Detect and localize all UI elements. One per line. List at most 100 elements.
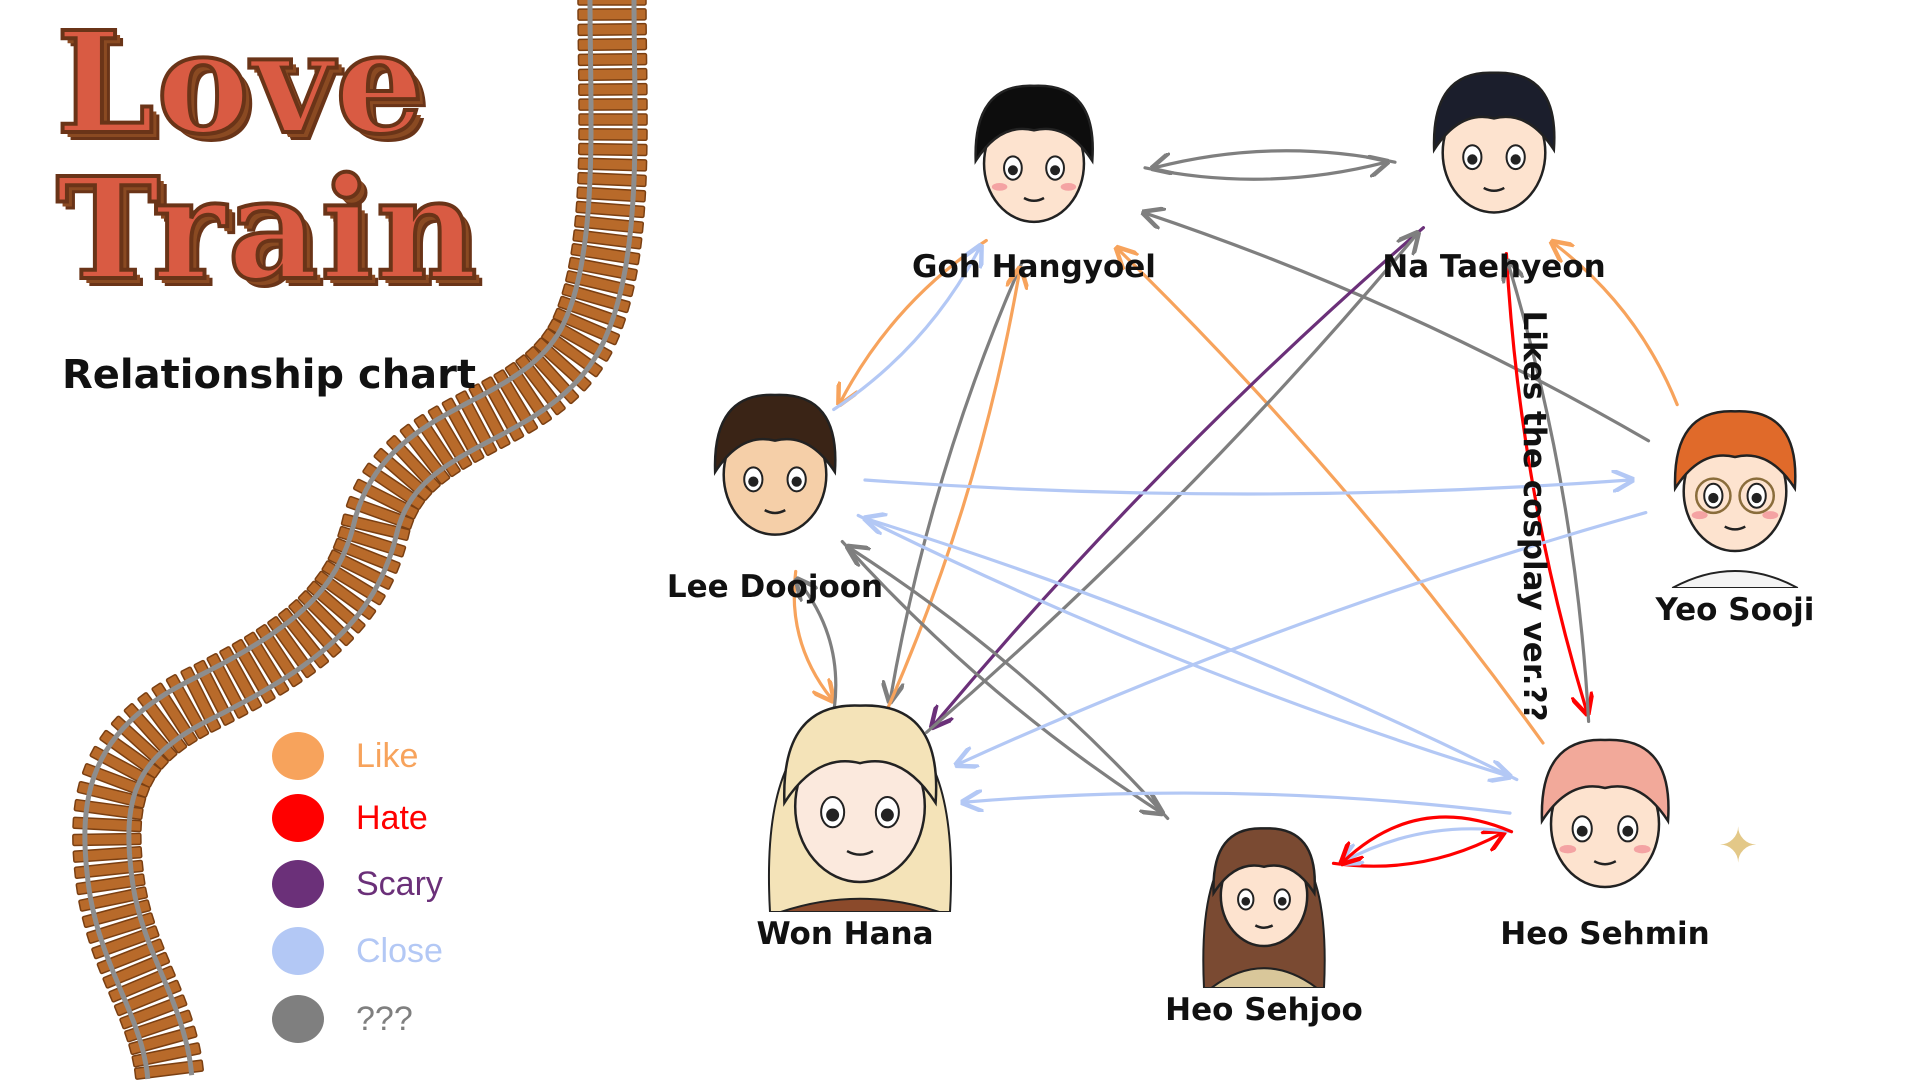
track-sleeper bbox=[578, 142, 648, 157]
name-lee-doojoon: Lee Doojoon bbox=[666, 569, 884, 605]
pupil bbox=[1510, 154, 1521, 165]
blush bbox=[1691, 511, 1708, 520]
legend-item-unknown: ??? bbox=[272, 993, 413, 1045]
legend-item-scary: Scary bbox=[272, 858, 443, 910]
pupil bbox=[1241, 897, 1251, 906]
character-na-taehyeon: Na Taehyeon bbox=[1382, 35, 1606, 285]
legend-dot-unknown bbox=[272, 995, 324, 1043]
track-sleeper bbox=[75, 873, 146, 896]
mouth bbox=[846, 849, 874, 856]
track-sleeper bbox=[481, 376, 525, 442]
track-sleeper bbox=[151, 682, 198, 747]
legend-item-like: Like bbox=[272, 730, 418, 782]
relationship-arrow-won-to-goh bbox=[885, 271, 1019, 711]
pupil bbox=[748, 476, 759, 487]
track-sleeper bbox=[137, 692, 188, 754]
relationship-arrow-won-to-lee bbox=[798, 581, 838, 711]
mouth bbox=[1593, 860, 1617, 866]
shoulders bbox=[780, 897, 940, 912]
character-heo-sehjoo: Heo Sehjoo bbox=[1159, 778, 1369, 1028]
name-heo-sehjoo: Heo Sehjoo bbox=[1165, 992, 1363, 1028]
track-sleeper bbox=[297, 590, 355, 647]
relationship-arrow-na-to-won bbox=[934, 226, 1425, 726]
relationship-arrow-yeo-to-na bbox=[1554, 243, 1679, 407]
track-sleeper bbox=[206, 653, 249, 719]
track-sleeper bbox=[399, 423, 451, 485]
cosplay-annotation-text: Likes the cosplay ver.?? bbox=[1516, 310, 1552, 722]
title-train: Train bbox=[54, 148, 480, 312]
character-won-hana: Won Hana bbox=[740, 672, 952, 952]
glasses bbox=[1694, 477, 1732, 515]
portrait-na-taehyeon bbox=[1432, 71, 1556, 214]
shoulders bbox=[1209, 967, 1319, 988]
track-sleeper bbox=[108, 965, 176, 1003]
track-sleeper bbox=[413, 414, 461, 478]
track-sleeper bbox=[165, 674, 210, 740]
track-sleeper bbox=[288, 599, 342, 658]
track-sleeper bbox=[547, 318, 613, 362]
relationship-arrow-goh-to-won bbox=[890, 259, 1025, 700]
mouth bbox=[1254, 924, 1274, 930]
pupil bbox=[1708, 492, 1719, 504]
track-sleeper bbox=[340, 513, 411, 541]
track-sleeper bbox=[327, 549, 394, 590]
pupil bbox=[1576, 825, 1588, 837]
track-sleeper bbox=[577, 67, 648, 82]
relationship-arrow-sehmin-to-goh bbox=[1119, 250, 1545, 745]
track-sleeper bbox=[468, 383, 511, 449]
character-heo-sehmin: Heo Sehmin bbox=[1500, 712, 1710, 952]
name-heo-sehmin: Heo Sehmin bbox=[1500, 916, 1710, 952]
track-sleeper bbox=[578, 128, 648, 141]
track-sleeper bbox=[572, 229, 643, 250]
track-sleeper bbox=[574, 214, 645, 234]
track-sleeper bbox=[267, 616, 316, 679]
legend-dot-like bbox=[272, 732, 324, 780]
legend-dot-hate bbox=[272, 794, 324, 842]
blush bbox=[991, 183, 1008, 191]
track-sleeper bbox=[81, 899, 152, 929]
track-sleeper bbox=[314, 570, 377, 620]
portrait-won-hana bbox=[768, 704, 952, 912]
relationship-arrow-lee-to-sehjoo bbox=[840, 540, 1160, 812]
track-sleeper bbox=[577, 52, 648, 67]
name-won-hana: Won Hana bbox=[756, 916, 934, 952]
legend-dot-scary bbox=[272, 860, 324, 908]
hair-top bbox=[783, 704, 938, 807]
track-sleeper bbox=[441, 397, 485, 463]
relationship-arrow-yeo-to-won bbox=[959, 511, 1648, 764]
portrait-yeo-sooji bbox=[1671, 410, 1799, 588]
track-sleeper bbox=[577, 171, 647, 188]
track-sleeper bbox=[577, 22, 647, 37]
track-sleeper bbox=[321, 560, 386, 606]
track-sleeper bbox=[306, 580, 366, 634]
track-sleeper bbox=[533, 337, 592, 392]
track-sleeper bbox=[76, 780, 147, 809]
name-goh-hangyoel: Goh Hangyoel bbox=[912, 249, 1156, 285]
track-sleeper bbox=[278, 607, 330, 669]
track-sleeper bbox=[110, 715, 169, 770]
track-sleeper bbox=[362, 462, 426, 511]
glasses bbox=[1738, 477, 1776, 515]
track-sleeper bbox=[72, 816, 143, 833]
track-sleeper bbox=[577, 37, 648, 52]
character-lee-doojoon: Lee Doojoon bbox=[667, 360, 883, 605]
mouth bbox=[764, 509, 786, 515]
track-sleeper bbox=[89, 745, 156, 788]
track-sleeper bbox=[128, 1025, 198, 1056]
legend-item-close: Close bbox=[272, 925, 443, 977]
track-sleeper bbox=[345, 495, 415, 530]
track-sleeper bbox=[243, 631, 290, 696]
relationship-arrow-sehmin-to-na bbox=[1508, 263, 1591, 723]
track-sleeper bbox=[567, 256, 638, 282]
track-sleeper bbox=[81, 763, 151, 798]
track-sleeper bbox=[337, 525, 407, 558]
pupil bbox=[1277, 897, 1287, 906]
track-sleeper bbox=[515, 354, 566, 416]
track-sleeper bbox=[124, 1009, 193, 1043]
pupil bbox=[1467, 154, 1478, 165]
track-sleeper bbox=[123, 703, 178, 762]
track-sleeper bbox=[255, 624, 303, 688]
track-sleeper bbox=[193, 659, 235, 726]
